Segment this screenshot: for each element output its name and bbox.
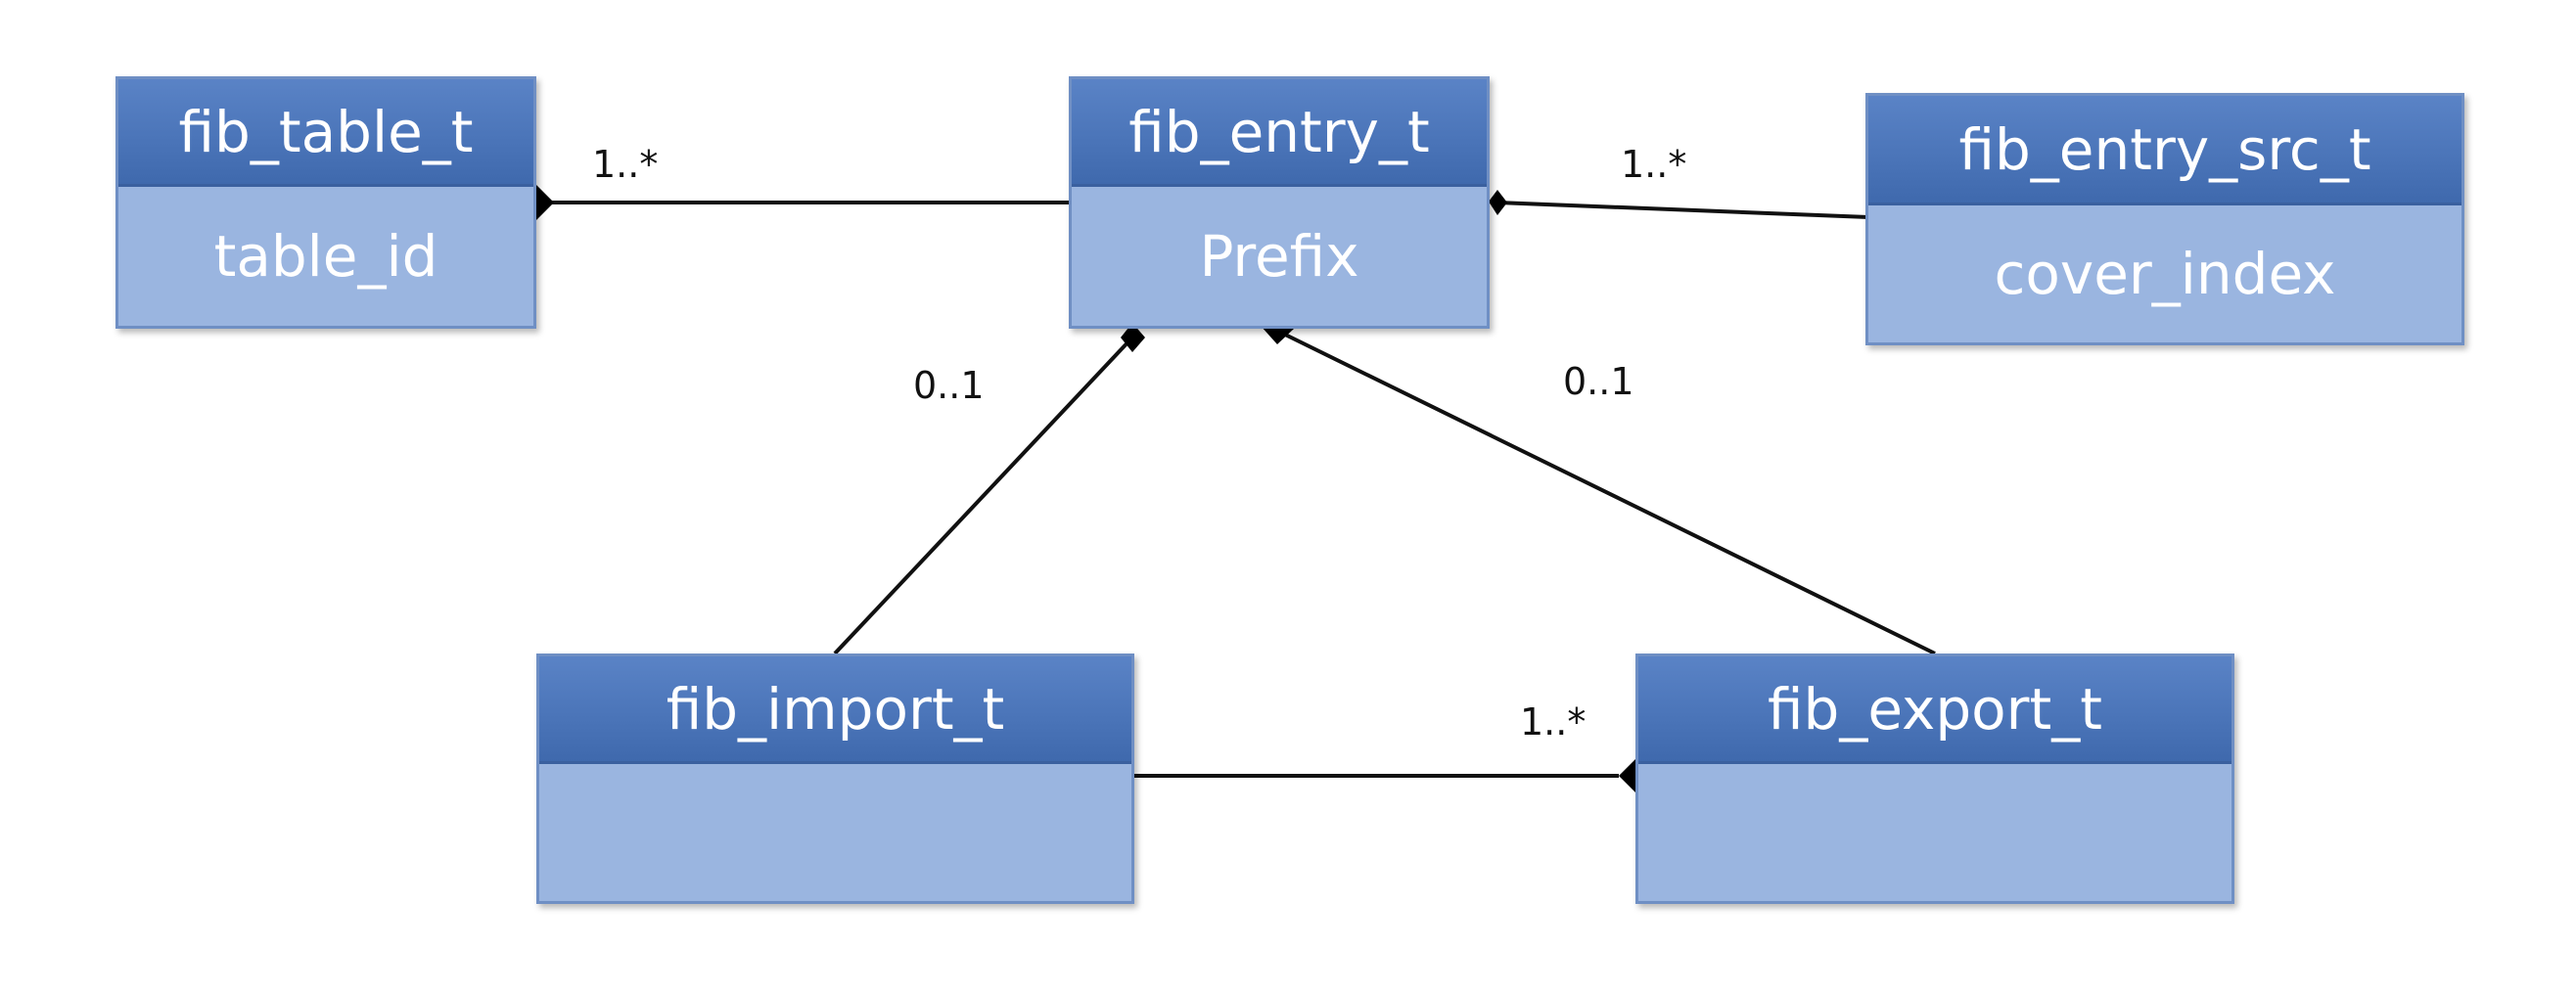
class-fib-table: fib_table_t table_id xyxy=(115,76,536,329)
class-fib-table-name: fib_table_t xyxy=(118,79,533,187)
assoc-entry-export-line xyxy=(1276,329,1936,655)
assoc-entry-src-line xyxy=(1496,201,1868,219)
class-fib-export: fib_export_t xyxy=(1635,654,2234,904)
class-fib-import: fib_import_t xyxy=(536,654,1134,904)
class-fib-entry-src: fib_entry_src_t cover_index xyxy=(1865,93,2464,345)
multiplicity-entry-import: 0..1 xyxy=(913,364,985,407)
composition-diamond-entry-src xyxy=(1489,190,1507,215)
class-fib-export-attribute xyxy=(1638,764,2231,901)
class-fib-import-attribute xyxy=(539,764,1131,901)
class-fib-entry-name: fib_entry_t xyxy=(1072,79,1487,187)
class-fib-entry-src-name: fib_entry_src_t xyxy=(1868,96,2461,205)
class-fib-export-name: fib_export_t xyxy=(1638,656,2231,764)
multiplicity-entry-src: 1..* xyxy=(1621,143,1687,186)
multiplicity-table-entry: 1..* xyxy=(592,143,659,186)
class-fib-entry-src-attribute: cover_index xyxy=(1994,241,2336,307)
class-fib-table-attribute: table_id xyxy=(213,223,438,290)
assoc-entry-import-line xyxy=(833,336,1134,655)
class-fib-entry: fib_entry_t Prefix xyxy=(1069,76,1490,329)
multiplicity-import-export: 1..* xyxy=(1520,700,1587,744)
composition-diamond-import xyxy=(1121,323,1145,352)
multiplicity-entry-export: 0..1 xyxy=(1563,360,1634,403)
class-fib-entry-attribute: Prefix xyxy=(1199,223,1359,290)
class-fib-import-name: fib_import_t xyxy=(539,656,1131,764)
